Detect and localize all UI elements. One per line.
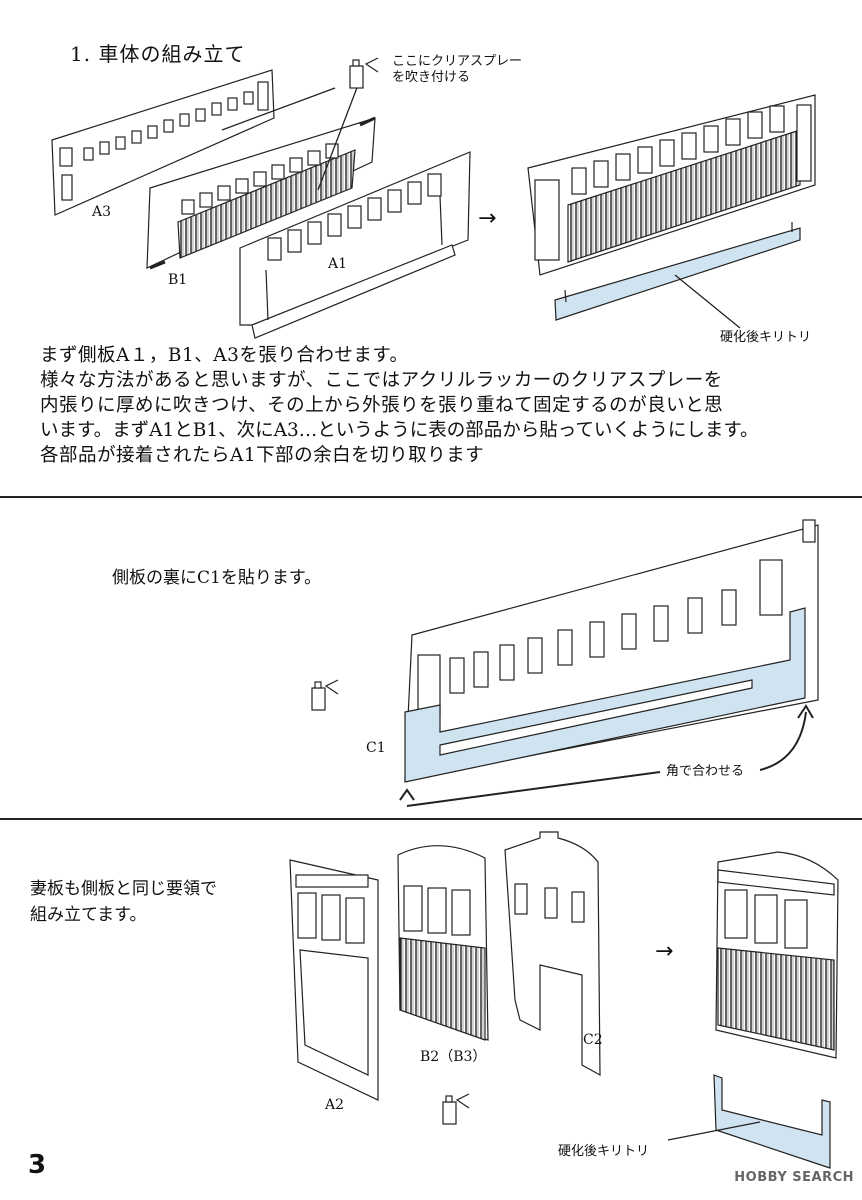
- label-b1: B1: [168, 272, 188, 288]
- spray-note: ここにクリアスプレー を吹き付ける: [392, 54, 522, 86]
- section-divider: [0, 496, 862, 498]
- part-c1: [404, 607, 806, 783]
- label-a2: A2: [325, 1097, 345, 1113]
- watermark: HOBBY SEARCH: [734, 1170, 854, 1185]
- panel-a3: [51, 69, 275, 216]
- cut-note-1: 硬化後キリトリ: [720, 330, 812, 345]
- arrow-right-icon-2: →: [655, 939, 673, 964]
- paragraph-line: 内張りに厚めに吹きつけ、その上から外張りを張り重ねて固定するのが良いと思: [40, 395, 724, 416]
- spray-can-icon-3: [442, 1093, 470, 1125]
- spray-note-line-2: を吹き付ける: [392, 70, 471, 85]
- assembled-end-panel: [715, 851, 839, 1059]
- paragraph-line: まず側板A１，B1、A3を張り合わせます。: [40, 345, 409, 366]
- leader-line-cut-2: [667, 1121, 761, 1141]
- panel-b1: [146, 116, 376, 270]
- label-a3: A3: [92, 204, 112, 220]
- paragraph-line: 各部品が接着されたらA1下部の余白を切り取ります: [40, 445, 485, 466]
- instruction-line-1: 妻板も側板と同じ要領で: [30, 879, 217, 899]
- part-a2: [289, 859, 379, 1101]
- instruction-line-2: 組み立てます。: [30, 905, 147, 925]
- corner-note: 角で合わせる: [666, 764, 745, 779]
- part-b2: [397, 845, 489, 1041]
- section1-paragraph: まず側板A１，B1、A3を張り合わせます。 様々な方法があると思いますが、ここで…: [40, 343, 759, 468]
- leader-line-corner-right: [759, 711, 807, 771]
- leader-line-a3: [221, 87, 336, 131]
- label-b2: B2（B3）: [420, 1049, 487, 1065]
- leader-line-corner-left: [406, 771, 661, 807]
- section-title: 1. 車体の組み立て: [70, 42, 246, 66]
- spray-can-icon: [349, 57, 379, 89]
- cut-off-strip-1: [554, 222, 801, 321]
- part-c2: [504, 831, 601, 1077]
- section3-instruction: 妻板も側板と同じ要領で 組み立てます。: [30, 876, 217, 928]
- paragraph-line: います。まずA1とB1、次にA3…というように表の部品から貼っていくようにします…: [40, 420, 759, 441]
- label-c2: C2: [583, 1032, 603, 1048]
- assembled-side-panel: [527, 94, 816, 276]
- spray-note-line-1: ここにクリアスプレー: [392, 54, 523, 69]
- spray-can-icon-2: [311, 679, 339, 711]
- section2-instruction: 側板の裏にC1を貼ります。: [112, 568, 322, 588]
- panel-a1: [239, 151, 471, 339]
- arrow-right-icon: →: [478, 206, 496, 231]
- cut-note-2: 硬化後キリトリ: [558, 1144, 650, 1159]
- arrowhead-icon: [399, 788, 415, 801]
- section-divider: [0, 818, 862, 820]
- paragraph-line: 様々な方法があると思いますが、ここではアクリルラッカーのクリアスプレーを: [40, 370, 723, 391]
- leader-line-cut-1: [674, 274, 741, 329]
- page-number: 3: [28, 1150, 47, 1180]
- arrowhead-icon: [797, 704, 814, 719]
- leader-line-b1: [317, 84, 359, 191]
- label-c1: C1: [366, 740, 386, 756]
- label-a1: A1: [328, 256, 348, 272]
- cut-off-strip-2: [713, 1074, 831, 1169]
